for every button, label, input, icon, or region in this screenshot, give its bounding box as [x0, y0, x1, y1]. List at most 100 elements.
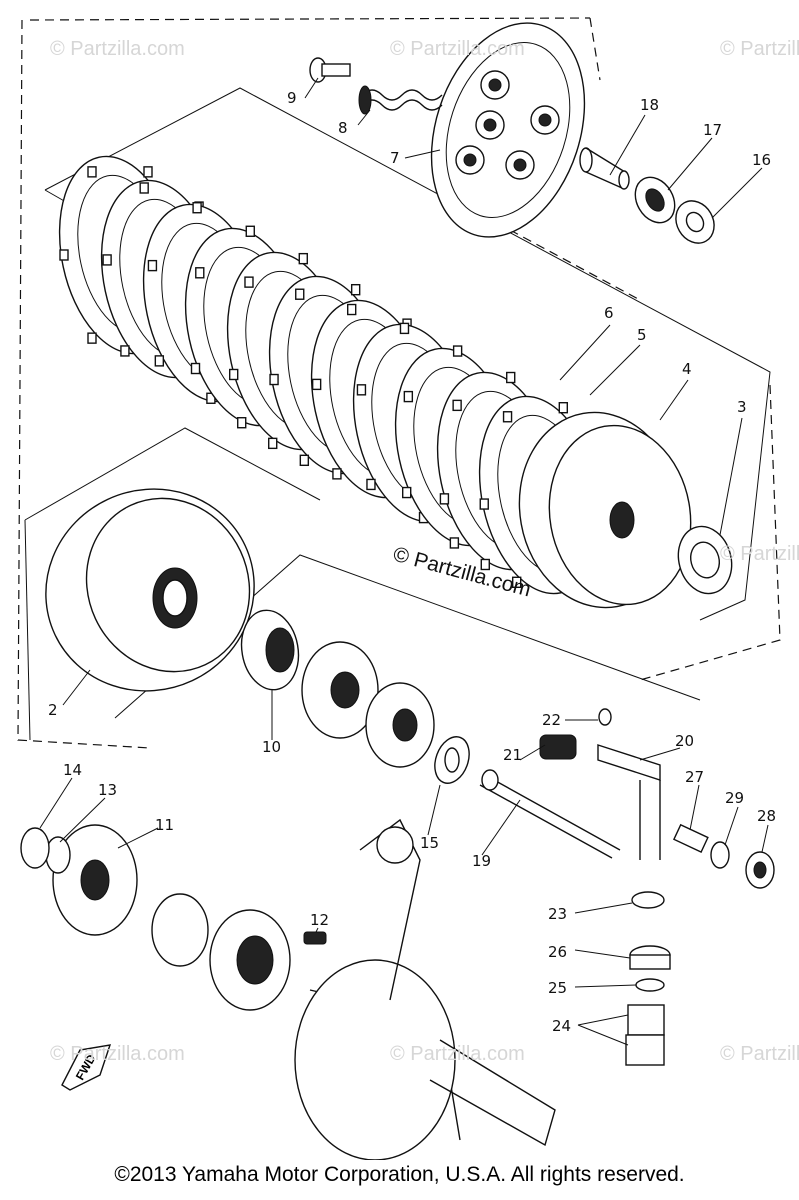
- callout-19: 19: [472, 852, 491, 870]
- callout-7: 7: [390, 149, 400, 167]
- callout-5: 5: [637, 326, 647, 344]
- callout-28: 28: [757, 807, 776, 825]
- callout-24: 24: [552, 1017, 571, 1035]
- callout-10: 10: [262, 738, 281, 756]
- plate-tab: [192, 202, 202, 214]
- clutch-housing: [45, 488, 255, 692]
- washer: [675, 200, 715, 244]
- plate-tab: [332, 468, 342, 480]
- plate-frame: [24, 87, 771, 741]
- callout-12: 12: [310, 911, 329, 929]
- callout-26: 26: [548, 943, 567, 961]
- washer-13: [45, 836, 71, 874]
- plate-tab: [347, 303, 357, 316]
- plate-tab: [229, 368, 239, 381]
- plate-tab: [299, 454, 310, 467]
- callout-3: 3: [737, 398, 747, 416]
- watermark-7: © Partzilla.com: [720, 1043, 799, 1065]
- adjuster: [539, 734, 577, 760]
- watermark-2: © Partzilla.com: [390, 38, 525, 60]
- plate-tab: [59, 249, 69, 261]
- copyright-footer: ©2013 Yamaha Motor Corporation, U.S.A. A…: [114, 1163, 685, 1186]
- callout-11: 11: [155, 816, 174, 834]
- plate-tab: [195, 267, 205, 279]
- primary-drive-gear: [52, 824, 138, 936]
- watermark-1: © Partzilla.com: [50, 38, 185, 60]
- clutch-boss: [518, 411, 692, 609]
- plate-tab: [311, 378, 322, 391]
- callout-13: 13: [98, 781, 117, 799]
- plate-tab: [143, 166, 153, 178]
- callout-15: 15: [420, 834, 439, 852]
- spring-23: [631, 891, 665, 909]
- plate-tab: [120, 345, 130, 357]
- bearing-24: [625, 1004, 665, 1066]
- plate-tab: [502, 411, 513, 423]
- callout-27: 27: [685, 768, 704, 786]
- plate-tab: [237, 417, 247, 429]
- washer-15: [434, 736, 470, 784]
- seal-26: [629, 945, 671, 970]
- plate-tab: [147, 259, 158, 272]
- callout-leaders: [39, 77, 769, 1046]
- pressure-plate: [430, 22, 586, 238]
- callout-22: 22: [542, 711, 561, 729]
- spacer: [240, 609, 300, 691]
- plate-tab: [244, 276, 254, 288]
- lever: [597, 744, 661, 860]
- callout-8: 8: [338, 119, 348, 137]
- callout-21: 21: [503, 746, 522, 764]
- plate-tab: [452, 399, 462, 412]
- plate-tab: [449, 537, 460, 549]
- plate-tab: [558, 402, 569, 414]
- crankshaft: [151, 818, 556, 1160]
- push-rod: [579, 147, 630, 190]
- nut-28: [745, 851, 775, 889]
- plate-tab: [366, 478, 376, 491]
- watermark-3: © Partzilla.com: [720, 38, 799, 60]
- washer-29: [710, 841, 730, 869]
- callout-29: 29: [725, 789, 744, 807]
- watermark-6: © Partzilla.com: [390, 1043, 525, 1065]
- bearing: [634, 176, 676, 224]
- thrust-washer: [677, 525, 733, 595]
- fwd-arrow-icon: FWD: [61, 1044, 112, 1091]
- pin: [598, 708, 612, 726]
- plate-tab: [350, 283, 361, 296]
- dashed-boundary: [17, 17, 781, 749]
- plate-tab: [298, 252, 308, 265]
- callout-25: 25: [548, 979, 567, 997]
- plate-tab: [87, 332, 97, 344]
- plate-tab: [87, 166, 97, 178]
- callout-20: 20: [675, 732, 694, 750]
- plate-tab: [511, 576, 522, 588]
- kick-gear: [301, 641, 435, 768]
- plate-tab: [403, 390, 414, 403]
- bearing-25: [635, 978, 665, 992]
- callout-labels: 2 3 4 5 6 7 8 9 10 11 12 13 14 15 16 17 …: [48, 89, 776, 1035]
- callout-9: 9: [287, 89, 297, 107]
- plate-tab: [452, 345, 463, 357]
- plate-tab: [269, 373, 279, 386]
- plate-tab: [480, 558, 490, 571]
- callout-2: 2: [48, 701, 58, 719]
- plate-tab: [356, 384, 367, 396]
- plate-tab: [190, 362, 201, 375]
- plate-tab: [268, 437, 278, 450]
- callout-6: 6: [604, 304, 614, 322]
- bolt: [309, 57, 351, 83]
- push-lever-shaft: [479, 769, 621, 859]
- watermark-4: © Partzilla.com: [720, 543, 799, 565]
- plate-tab: [479, 498, 489, 510]
- plate-tab: [295, 288, 305, 300]
- plate-tab: [245, 225, 255, 237]
- nut-14: [20, 827, 50, 869]
- callout-14: 14: [63, 761, 82, 779]
- plate-tab: [506, 371, 516, 384]
- woodruff-key: [303, 931, 327, 945]
- watermarks: © Partzilla.com © Partzilla.com © Partzi…: [50, 38, 799, 1065]
- callout-16: 16: [752, 151, 771, 169]
- callout-18: 18: [640, 96, 659, 114]
- plate-tab: [399, 322, 410, 335]
- adjust-screw-27: [673, 823, 709, 853]
